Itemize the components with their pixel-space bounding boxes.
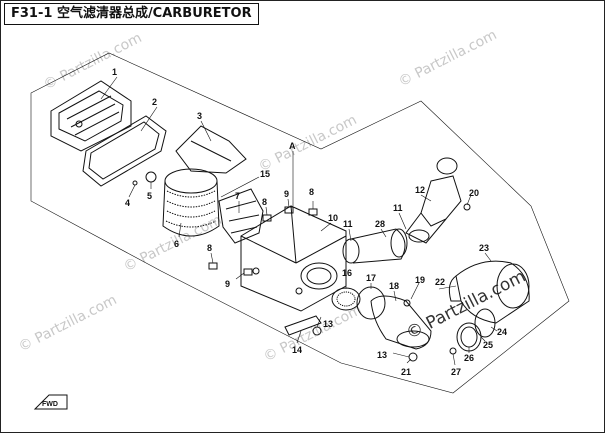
- callout-label: 9: [225, 279, 230, 289]
- lid-gasket: [82, 115, 167, 187]
- lid-gasket-inner: [88, 121, 160, 180]
- callout-label: 21: [401, 367, 411, 377]
- air-box-lid: [50, 80, 132, 152]
- callout-label: 6: [174, 239, 179, 249]
- air-box-body: [240, 205, 347, 312]
- clip: [243, 268, 253, 276]
- callout-label: 27: [451, 367, 461, 377]
- callout-label: 12: [415, 185, 425, 195]
- callout-label: 17: [366, 273, 376, 283]
- bolt: [403, 299, 411, 307]
- callout-label: 22: [435, 277, 445, 287]
- drain-tube: [284, 315, 322, 336]
- duct-ring: [474, 308, 496, 338]
- callout-label: 13: [377, 350, 387, 360]
- callout-label: 11: [343, 219, 353, 229]
- callout-label: 24: [497, 327, 507, 337]
- callout-label: 9: [284, 189, 289, 199]
- large-intake-duct: [448, 260, 530, 324]
- callout-label: 8: [309, 187, 314, 197]
- callout-label: 4: [125, 198, 130, 208]
- callout-label: 8: [207, 243, 212, 253]
- callout-label: 20: [469, 188, 479, 198]
- callout-label: 28: [375, 219, 385, 229]
- duct-screw: [449, 347, 457, 355]
- filter-nut: [145, 171, 157, 183]
- fwd-arrow-icon: FWD: [33, 394, 68, 410]
- callout-label: 1: [112, 67, 117, 77]
- callout-label: 16: [342, 268, 352, 278]
- callout-label: 13: [323, 319, 333, 329]
- callout-label: 8: [262, 197, 267, 207]
- callout-label: 7: [235, 191, 240, 201]
- callout-label: 3: [197, 111, 202, 121]
- snorkel-tube: [405, 157, 471, 244]
- callout-label: 15: [260, 169, 270, 179]
- page-title: F31-1 空气滤清器总成/CARBURETOR: [4, 3, 259, 25]
- clip: [308, 208, 318, 216]
- filter-screen: [331, 287, 361, 311]
- callout-label: 2: [152, 97, 157, 107]
- assembly-label: A: [289, 141, 296, 151]
- assembly-boundary: [30, 52, 570, 394]
- intake-boot: [342, 228, 408, 264]
- callout-label: 19: [415, 275, 425, 285]
- callout-label: 25: [483, 340, 493, 350]
- mesh-cone: [218, 188, 264, 244]
- callout-label: 23: [479, 243, 489, 253]
- callout-label: 10: [328, 213, 338, 223]
- callout-label: 5: [147, 191, 152, 201]
- air-filter-element: [162, 168, 220, 237]
- clip: [208, 262, 218, 270]
- intake-duct: [370, 295, 432, 350]
- callout-label: 14: [292, 345, 302, 355]
- fwd-label: FWD: [42, 401, 58, 408]
- drain-clamp: [312, 326, 322, 336]
- callout-label: 26: [464, 353, 474, 363]
- callout-label: 11: [393, 203, 403, 213]
- intake-bracket: [175, 125, 247, 174]
- callouts: 1 2 3 4 5 6 7 15 8 9 8 10 11: [100, 67, 507, 377]
- callout-label: 18: [389, 281, 399, 291]
- screw: [132, 180, 138, 186]
